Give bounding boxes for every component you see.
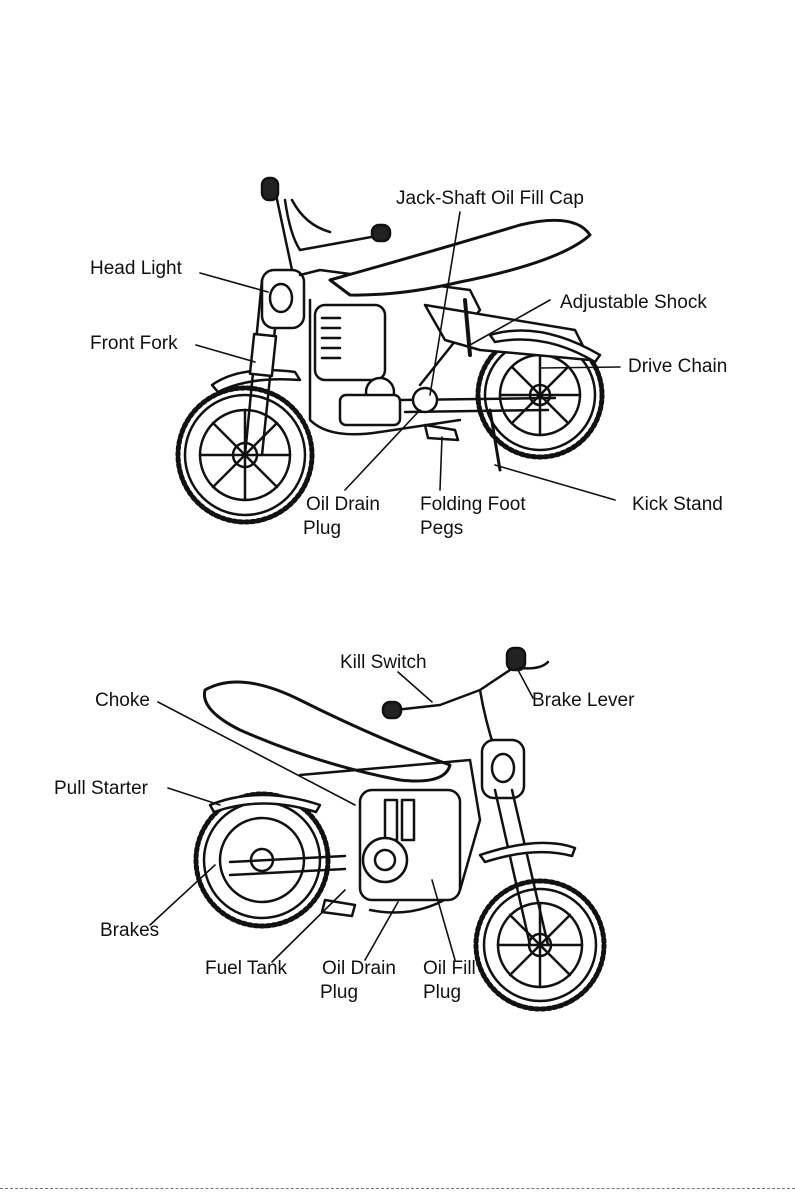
label-folding-foot-pegs-1: Folding Foot xyxy=(420,494,526,516)
engine xyxy=(315,305,400,425)
label-folding-foot-pegs-2: Pegs xyxy=(420,518,463,540)
label-adjustable-shock: Adjustable Shock xyxy=(560,292,707,314)
label-oil-drain-top-2: Plug xyxy=(303,518,341,540)
label-front-fork: Front Fork xyxy=(90,333,178,355)
label-kick-stand: Kick Stand xyxy=(632,494,723,516)
label-kill-switch: Kill Switch xyxy=(340,652,427,674)
label-oil-fill-1: Oil Fill xyxy=(423,958,476,980)
label-brakes: Brakes xyxy=(100,920,159,942)
front-wheel-left xyxy=(476,881,604,1009)
seat xyxy=(330,220,590,295)
label-oil-drain-bottom-1: Oil Drain xyxy=(322,958,396,980)
page-bottom-rule xyxy=(0,1188,795,1189)
label-oil-fill-2: Plug xyxy=(423,982,461,1004)
label-fuel-tank: Fuel Tank xyxy=(205,958,287,980)
label-oil-drain-bottom-2: Plug xyxy=(320,982,358,1004)
headlight-left xyxy=(482,740,524,798)
label-choke: Choke xyxy=(95,690,150,712)
engine-left xyxy=(360,790,460,900)
label-head-light: Head Light xyxy=(90,258,182,280)
label-drive-chain: Drive Chain xyxy=(628,356,727,378)
label-oil-drain-top-1: Oil Drain xyxy=(306,494,380,516)
label-jackshaft-oil-fill-cap: Jack-Shaft Oil Fill Cap xyxy=(396,188,584,210)
bike-left-side-illustration xyxy=(0,590,795,1190)
label-pull-starter: Pull Starter xyxy=(54,778,148,800)
label-brake-lever: Brake Lever xyxy=(532,690,634,712)
headlight xyxy=(262,270,304,328)
